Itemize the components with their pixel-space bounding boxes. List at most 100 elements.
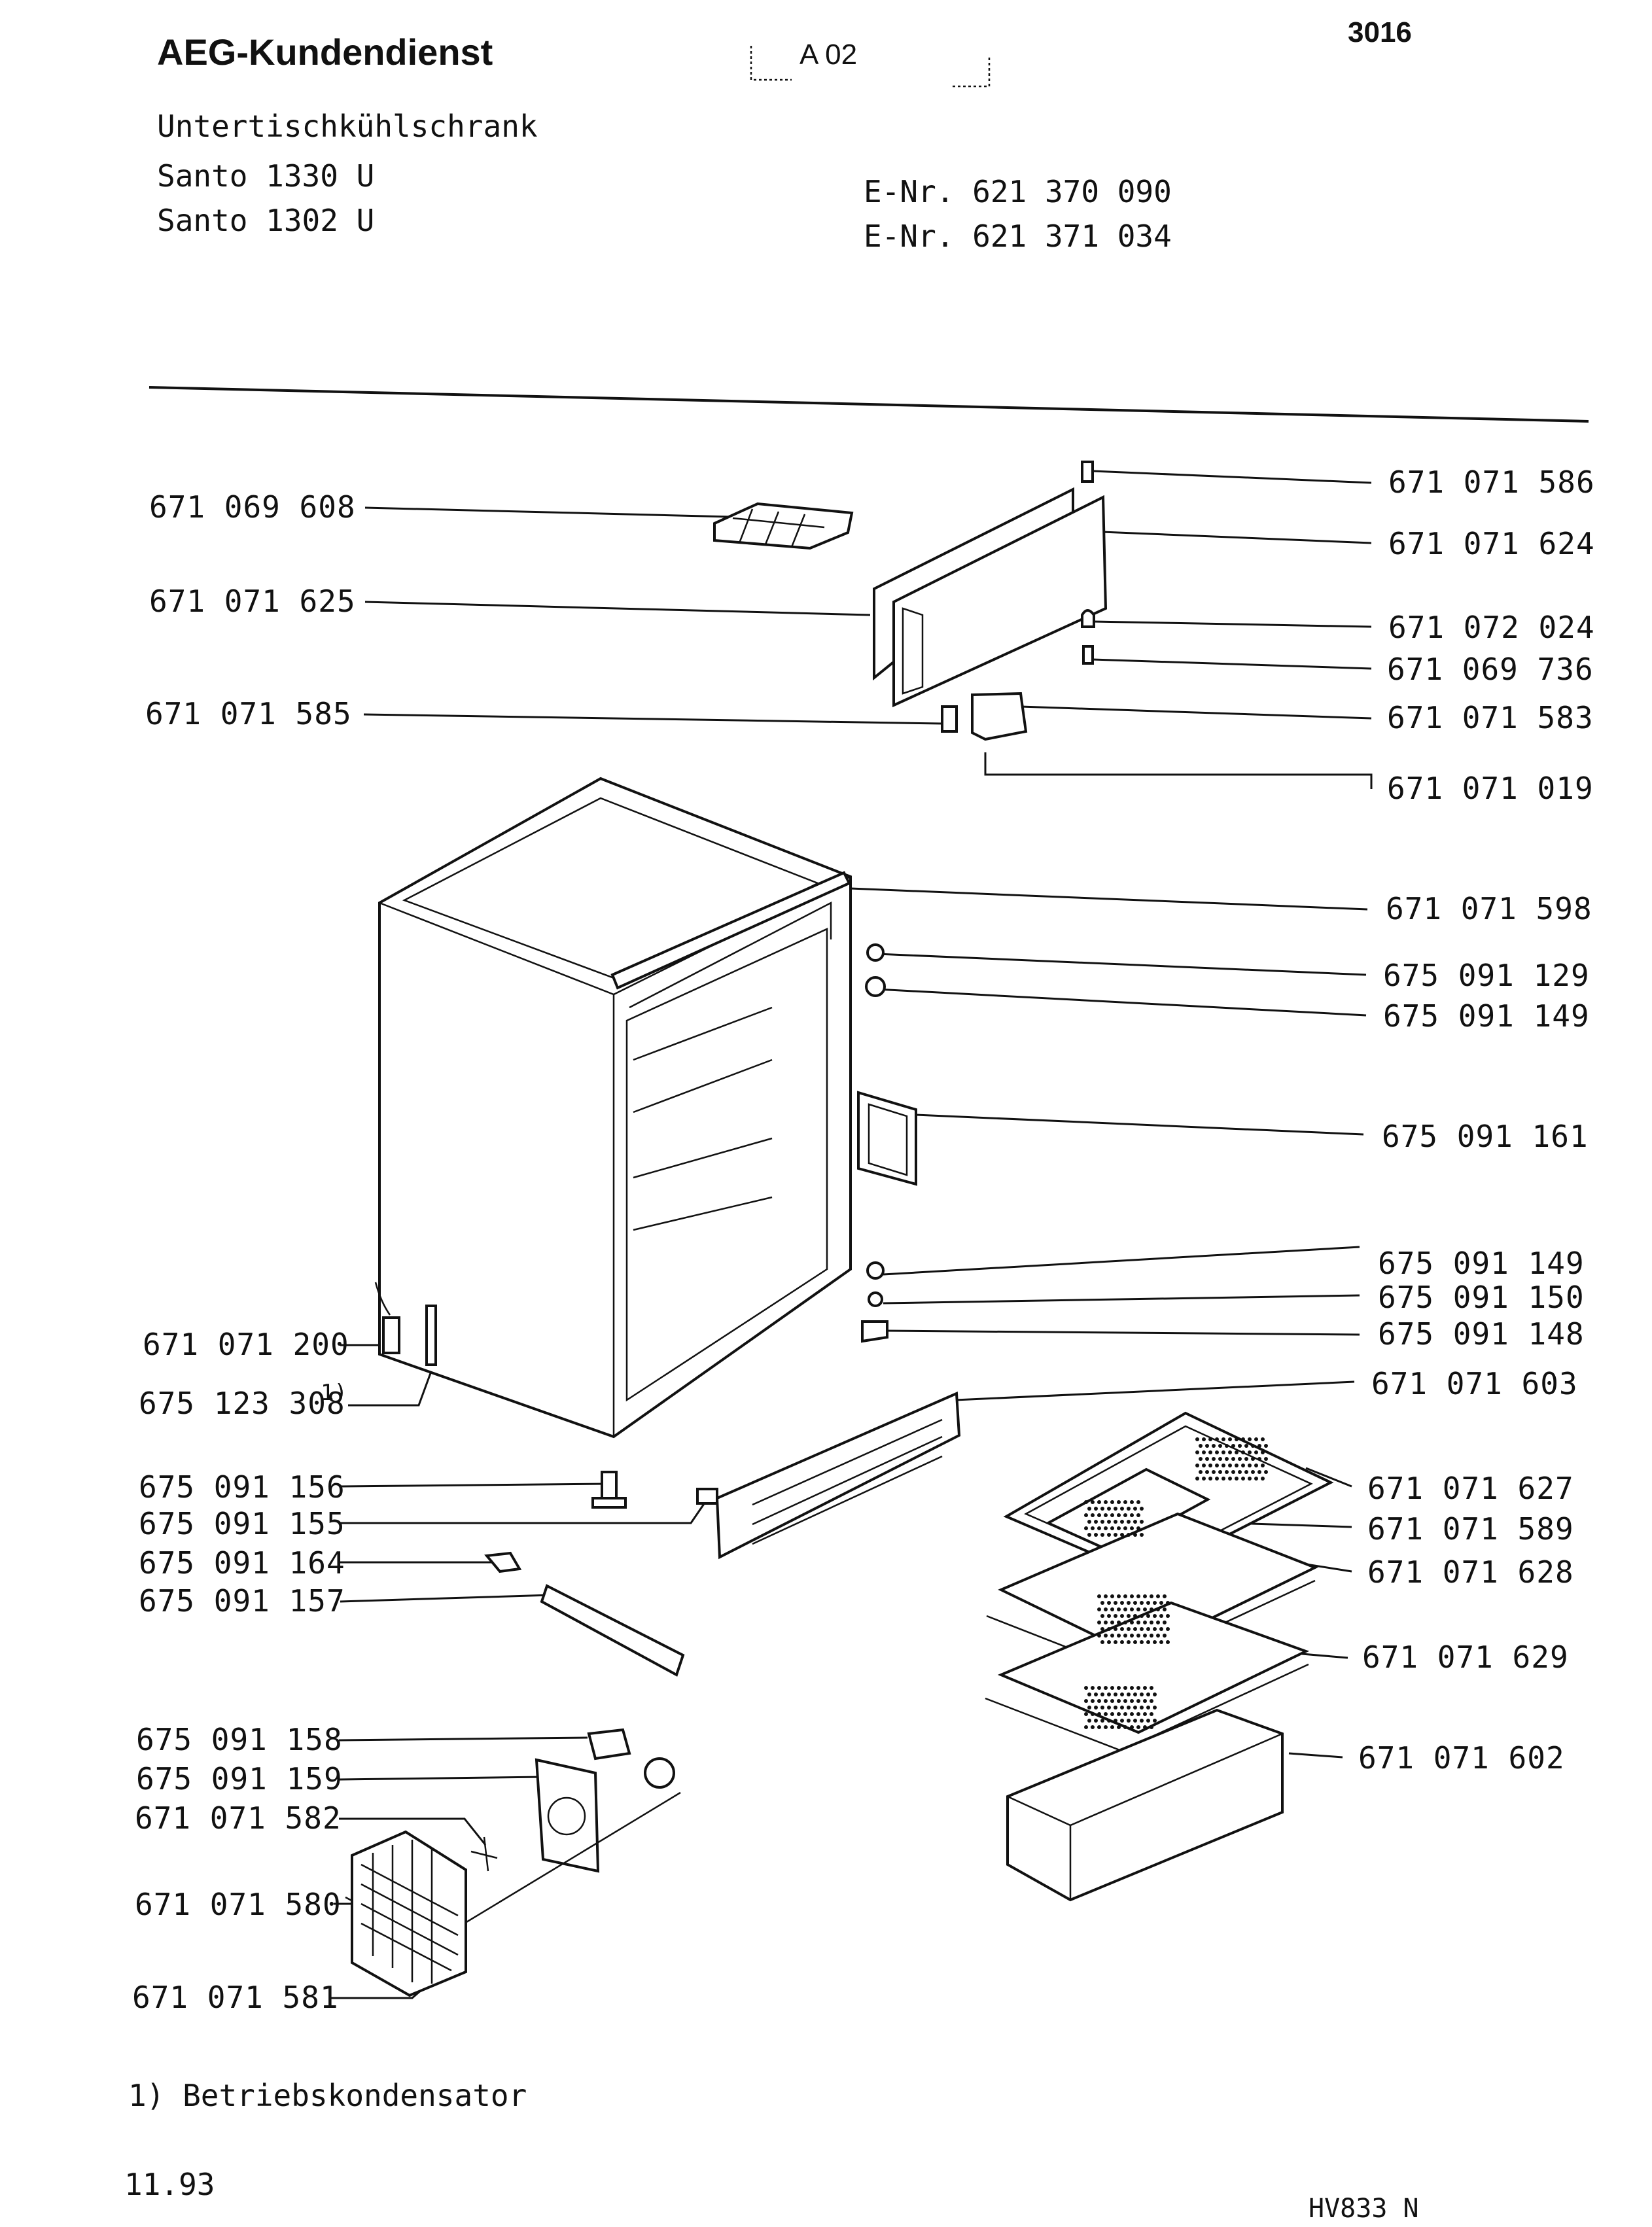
- shading-dot: [1159, 1614, 1163, 1618]
- shading-dot: [1212, 1457, 1216, 1461]
- shading-dot: [1104, 1526, 1108, 1530]
- footer-code: HV833 N: [1309, 2194, 1419, 2224]
- shading-dot: [1120, 1627, 1124, 1631]
- part-label: 671 071 581: [132, 1980, 339, 2015]
- shading-dot: [1156, 1607, 1160, 1611]
- shading-dot: [1143, 1607, 1147, 1611]
- shading-dot: [1235, 1477, 1239, 1481]
- shading-dot: [1244, 1444, 1248, 1448]
- shading-dot: [1153, 1719, 1157, 1723]
- shading-dot: [1104, 1621, 1108, 1624]
- shading-dot: [1261, 1437, 1265, 1441]
- shading-dot: [1143, 1634, 1147, 1638]
- shading-dot: [1136, 1712, 1140, 1716]
- shading-dot: [1133, 1706, 1137, 1710]
- shading-dot: [1140, 1520, 1144, 1524]
- shading-dot: [1264, 1457, 1268, 1461]
- shading-dot: [1133, 1640, 1137, 1644]
- shading-dot: [1104, 1634, 1108, 1638]
- part-label: 671 071 628: [1367, 1554, 1574, 1590]
- shading-dot: [1087, 1706, 1091, 1710]
- part-label: 675 091 157: [139, 1583, 345, 1619]
- shading-dot: [1117, 1621, 1121, 1624]
- shading-dot: [1091, 1500, 1095, 1504]
- shading-dot: [1127, 1533, 1131, 1537]
- shading-dot: [1159, 1627, 1163, 1631]
- shading-dot: [1130, 1712, 1134, 1716]
- shading-dot: [1215, 1437, 1219, 1441]
- shading-dot: [1130, 1526, 1134, 1530]
- shading-dot: [1084, 1526, 1088, 1530]
- shading-dot: [1153, 1614, 1157, 1618]
- part-label: 671 071 598: [1386, 891, 1592, 926]
- shading-dot: [1133, 1507, 1137, 1511]
- part-label: 671 071 602: [1358, 1740, 1565, 1776]
- shading-dot: [1140, 1719, 1144, 1723]
- shading-dot: [1228, 1477, 1232, 1481]
- shading-dot: [1133, 1601, 1137, 1605]
- shading-dot: [1231, 1457, 1235, 1461]
- part-label: 675 091 159: [136, 1761, 343, 1797]
- part-label: 675 091 148: [1378, 1316, 1585, 1352]
- shading-dot: [1136, 1500, 1140, 1504]
- shading-dot: [1123, 1712, 1127, 1716]
- shading-dot: [1091, 1699, 1095, 1703]
- shading-dot: [1097, 1607, 1101, 1611]
- shading-dot: [1091, 1686, 1095, 1690]
- shading-dot: [1084, 1699, 1088, 1703]
- shading-dot: [1114, 1719, 1117, 1723]
- shading-dot: [1166, 1640, 1170, 1644]
- shading-dot: [1104, 1699, 1108, 1703]
- rail-parts: [484, 1551, 685, 1677]
- shading-dot: [1212, 1470, 1216, 1474]
- shading-dot: [1228, 1464, 1232, 1467]
- shading-dot: [1143, 1712, 1147, 1716]
- shading-dot: [1150, 1686, 1153, 1690]
- shading-dot: [1097, 1526, 1101, 1530]
- shading-dot: [1094, 1507, 1098, 1511]
- shading-dot: [1091, 1725, 1095, 1729]
- shading-dot: [1159, 1601, 1163, 1605]
- shading-dot: [1107, 1520, 1111, 1524]
- shading-dot: [1087, 1692, 1091, 1696]
- shading-dot: [1130, 1500, 1134, 1504]
- part-label: 671 071 589: [1367, 1511, 1574, 1547]
- shading-dot: [1100, 1706, 1104, 1710]
- shading-dot: [1127, 1520, 1131, 1524]
- shading-dot: [1110, 1699, 1114, 1703]
- shading-dot: [1091, 1526, 1095, 1530]
- shading-dot: [1120, 1719, 1124, 1723]
- shading-dot: [1114, 1601, 1117, 1605]
- shading-dot: [1123, 1500, 1127, 1504]
- shading-dot: [1117, 1526, 1121, 1530]
- shading-dot: [1104, 1500, 1108, 1504]
- cover-plate: [857, 1091, 917, 1186]
- shading-dot: [1107, 1692, 1111, 1696]
- shading-dot: [1107, 1706, 1111, 1710]
- shading-dot: [1221, 1450, 1225, 1454]
- shading-dot: [1136, 1725, 1140, 1729]
- shading-dot: [1110, 1725, 1114, 1729]
- leader-lines-right: [850, 470, 1373, 1759]
- shading-dot: [1153, 1601, 1157, 1605]
- shading-dot: [1156, 1621, 1160, 1624]
- shading-dot: [1205, 1444, 1209, 1448]
- shading-dot: [1123, 1621, 1127, 1624]
- shading-dot: [1241, 1450, 1245, 1454]
- e-number-2: E-Nr. 621 371 034: [864, 219, 1172, 254]
- appliance-type: Untertischkühlschrank: [157, 109, 538, 144]
- shading-dot: [1140, 1706, 1144, 1710]
- shading-dot: [1136, 1621, 1140, 1624]
- shading-dot: [1097, 1712, 1101, 1716]
- shading-dot: [1156, 1634, 1160, 1638]
- shading-dot: [1238, 1457, 1242, 1461]
- shading-dot: [1251, 1444, 1255, 1448]
- shading-dot: [1097, 1621, 1101, 1624]
- shading-dot: [1254, 1464, 1258, 1467]
- shading-dot: [1150, 1712, 1153, 1716]
- shading-dot: [1100, 1614, 1104, 1618]
- shading-dot: [1097, 1725, 1101, 1729]
- shading-dot: [1205, 1457, 1209, 1461]
- model-1: Santo 1330 U: [157, 158, 375, 194]
- shading-dot: [1146, 1719, 1150, 1723]
